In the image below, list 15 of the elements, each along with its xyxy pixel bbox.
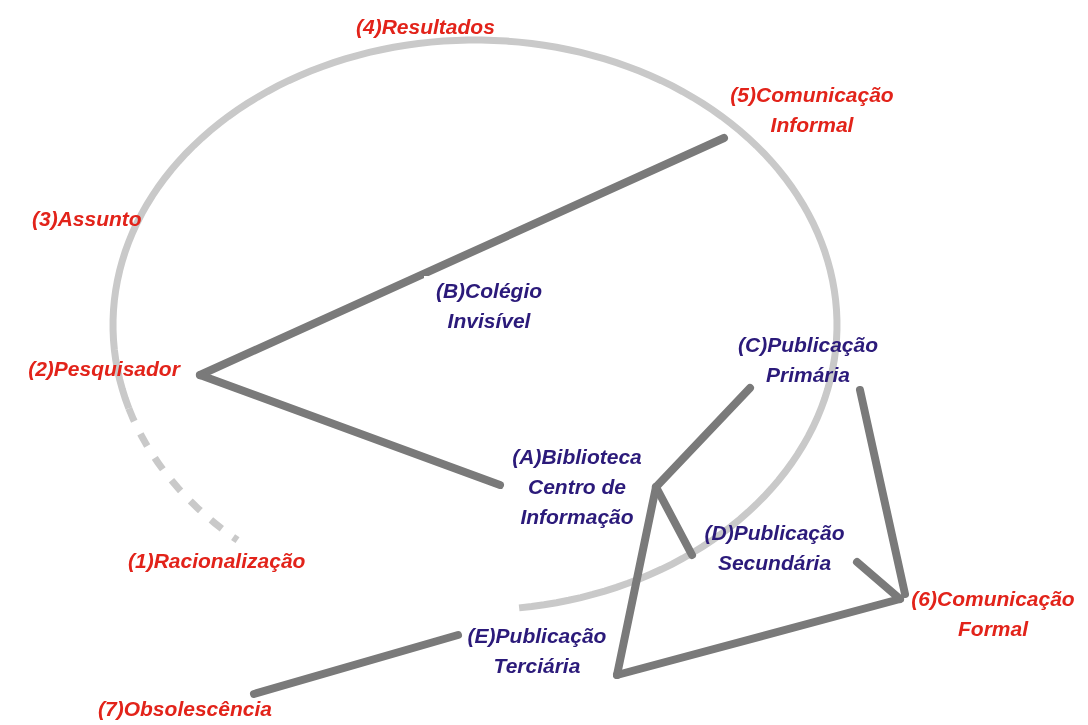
node-label: (D)Publicação Secundária (692, 518, 857, 578)
node-label: (E)Publicação Terciária (458, 621, 616, 681)
node-label: (2)Pesquisador (8, 354, 200, 384)
node-label: (5)Comunicação Informal (712, 80, 912, 140)
node-label: (A)Biblioteca Centro de Informação (496, 442, 658, 532)
node-label: (7)Obsolescência (82, 694, 288, 724)
stage-label: (3)Assunto (32, 206, 142, 232)
stage-label: (4)Resultados (356, 14, 495, 40)
connector-line (856, 386, 909, 598)
node-label: (6)Comunicação Formal (898, 584, 1088, 644)
connector-line (250, 631, 462, 698)
connector-line (196, 371, 504, 489)
connector-line (853, 558, 904, 603)
stage-label: (1)Racionalização (128, 548, 306, 574)
node-label: (C)Publicação Primária (716, 330, 900, 390)
